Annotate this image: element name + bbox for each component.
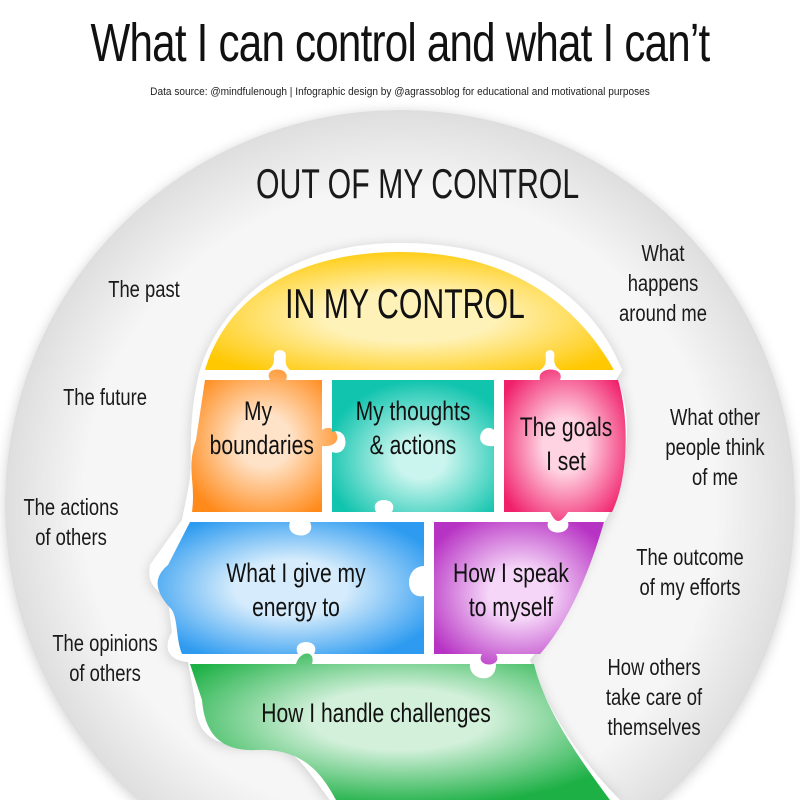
label-my-thoughts-actions: My thoughts & actions <box>355 396 471 460</box>
outer-item-past: The past <box>108 276 180 302</box>
label-energy: What I give my energy to <box>226 558 366 622</box>
in-my-control-heading: IN MY CONTROL <box>285 280 525 327</box>
piece-goals-i-set <box>504 369 626 521</box>
outer-item-outcome-of-efforts: The outcome of my efforts <box>636 544 744 600</box>
outer-item-future: The future <box>63 384 147 410</box>
label-speak-to-myself: How I speak to myself <box>453 558 569 622</box>
label-handle-challenges: How I handle challenges <box>261 698 491 728</box>
piece-my-thoughts-actions <box>332 380 494 512</box>
data-source-credit: Data source: @mindfulenough | Infographi… <box>150 86 650 98</box>
outer-item-opinions-of-others: The opinions of others <box>52 630 158 686</box>
outer-item-happens-around-me: What happens around me <box>619 240 707 326</box>
piece-handle-challenges <box>190 653 610 800</box>
outer-item-others-self-care: How others take care of themselves <box>605 654 703 740</box>
piece-in-my-control <box>205 252 614 370</box>
page-title: What I can control and what I can’t <box>90 13 711 73</box>
label-my-boundaries: My boundaries <box>209 396 314 460</box>
piece-energy <box>157 522 424 654</box>
label-goals-i-set: The goals I set <box>519 412 613 476</box>
outer-item-actions-of-others: The actions of others <box>23 494 119 550</box>
piece-my-boundaries <box>191 369 338 512</box>
out-of-control-heading: OUT OF MY CONTROL <box>256 160 580 207</box>
piece-speak-to-myself <box>434 522 604 665</box>
outer-item-others-think: What other people think of me <box>665 404 765 490</box>
